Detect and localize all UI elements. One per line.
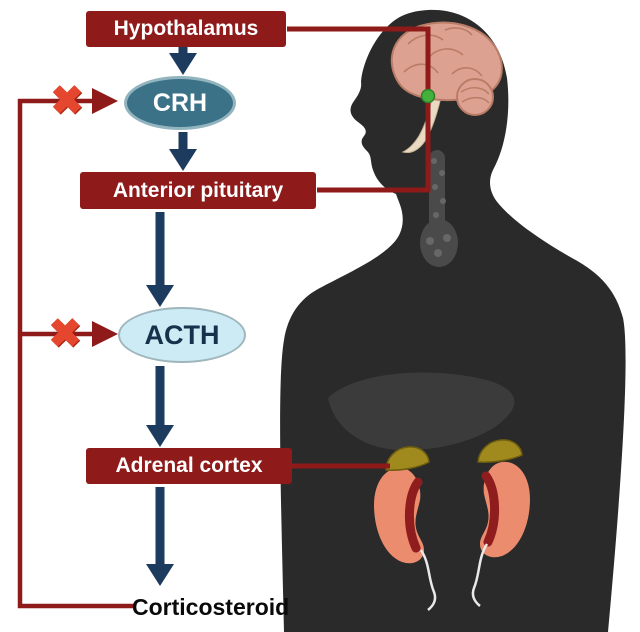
node-hypothalamus: Hypothalamus xyxy=(86,11,286,47)
liver-shape xyxy=(328,372,515,451)
feedback-loop xyxy=(17,88,134,609)
node-adrenal-cortex: Adrenal cortex xyxy=(86,448,292,484)
connector-hypothalamus-pituitary xyxy=(287,26,431,193)
inhibition-x-icon-acth: ✖ xyxy=(48,312,82,356)
feedback-to-crh xyxy=(17,88,134,609)
cerebellum-icon xyxy=(456,78,494,116)
body-silhouette-shape xyxy=(280,9,626,632)
node-crh: CRH xyxy=(124,76,236,130)
adrenal-gland-right-icon xyxy=(477,439,523,463)
trachea-thyroid-icon xyxy=(420,150,458,267)
cascade-arrows xyxy=(146,46,197,586)
adrenal-gland-left-icon xyxy=(385,446,430,471)
node-acth: ACTH xyxy=(118,307,246,363)
inhibition-x-icon-crh: ✖ xyxy=(50,79,84,123)
node-anterior-pituitary: Anterior pituitary xyxy=(80,172,316,209)
brainstem-icon xyxy=(401,93,442,153)
kidney-right-icon xyxy=(480,461,530,558)
ureters-icon xyxy=(419,543,489,611)
node-corticosteroid: Corticosteroid xyxy=(132,593,290,620)
kidney-left-icon xyxy=(374,467,424,564)
pituitary-gland-icon xyxy=(420,88,436,104)
